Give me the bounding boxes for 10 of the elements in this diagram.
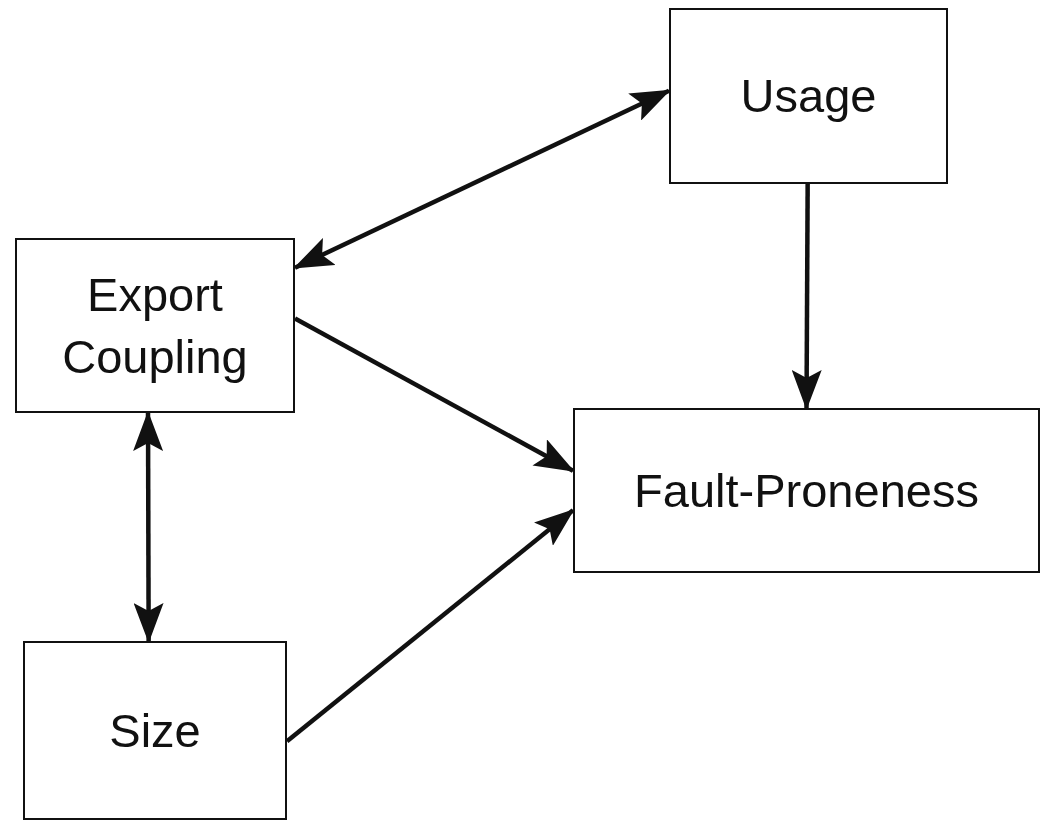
node-label: Usage: [740, 68, 877, 125]
process-box: [15, 238, 295, 413]
node-label: Export Coupling: [61, 267, 249, 385]
node-label: Size: [109, 702, 201, 759]
node-label: Fault-Proneness: [634, 462, 979, 519]
process-box: [573, 408, 1040, 573]
process-box: [23, 641, 287, 820]
arrow: [791, 184, 822, 410]
process-box: [669, 8, 948, 184]
arrow: [133, 411, 164, 643]
